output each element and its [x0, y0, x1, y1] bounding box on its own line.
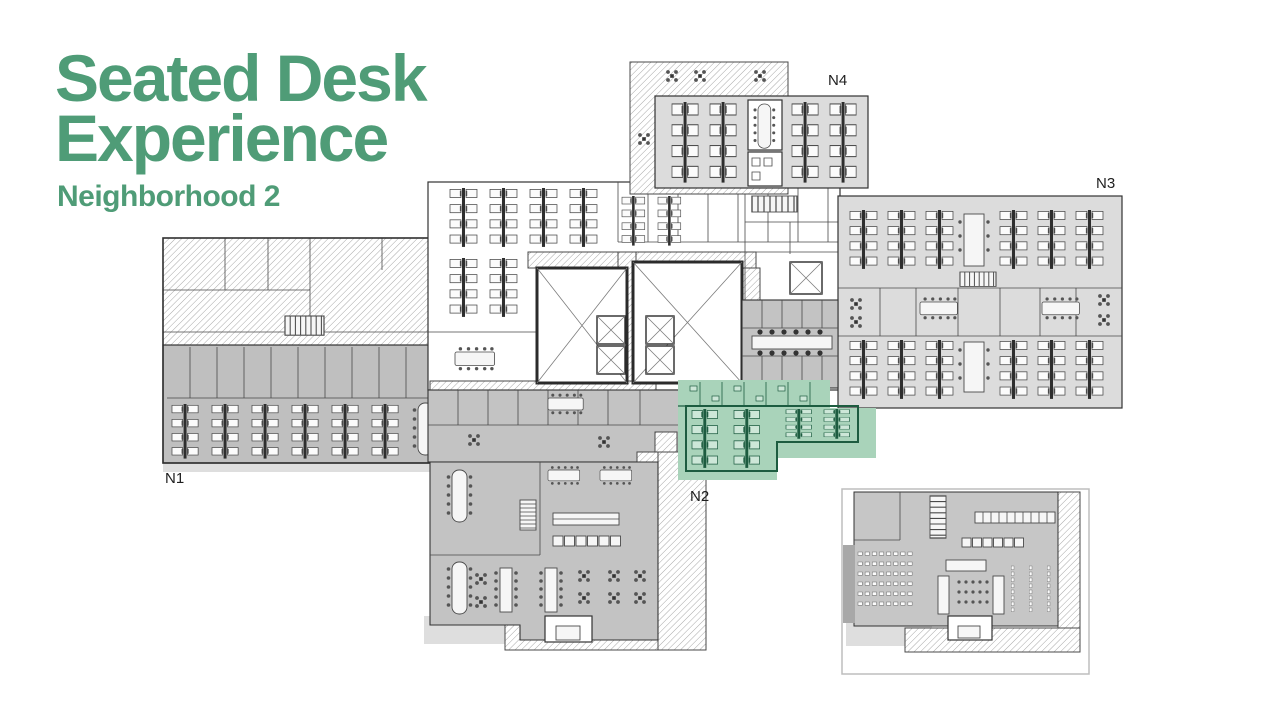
page-title-line1: Seated Desk — [55, 41, 428, 115]
label-n4: N4 — [828, 72, 847, 89]
page-title: Seated Desk Experience — [55, 45, 428, 171]
page-subtitle: Neighborhood 2 — [57, 180, 280, 213]
label-n1: N1 — [165, 470, 184, 487]
center-south-block — [427, 389, 681, 531]
neighborhood-labels: N1 N2 N3 N4 — [165, 72, 1115, 505]
title-block: Seated Desk Experience Neighborhood 2 — [55, 45, 428, 214]
wing-n3 — [837, 195, 1123, 409]
wing-n4 — [629, 61, 869, 195]
wing-cafeteria — [429, 451, 707, 651]
label-n3: N3 — [1096, 175, 1115, 192]
highlight-n2-zone — [678, 380, 876, 480]
meeting-area — [741, 299, 839, 389]
page-title-line2: Experience — [55, 101, 389, 175]
inset-detail — [841, 488, 1090, 675]
label-n2: N2 — [690, 488, 709, 505]
